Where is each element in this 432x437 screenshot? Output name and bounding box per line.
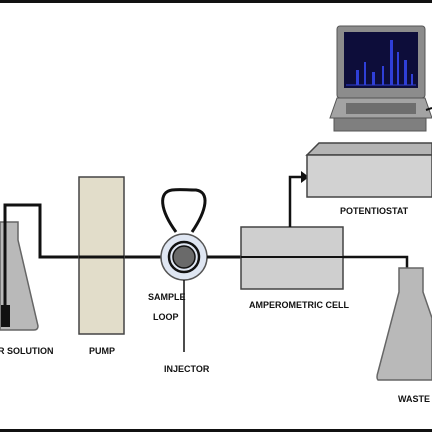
injector-valve: [160, 188, 208, 352]
peak: [397, 52, 399, 85]
injector-rotor: [172, 245, 196, 269]
potentiostat: [305, 142, 432, 198]
peak: [364, 62, 366, 85]
injector-label: INJECTOR: [164, 364, 210, 374]
laptop-keyboard: [346, 103, 416, 114]
sample-loop-tubing: [161, 188, 207, 233]
peak: [411, 74, 413, 85]
cell-to-potentiostat-wire: [288, 175, 303, 227]
peak: [382, 66, 384, 85]
potentiostat-arrowhead: [301, 171, 309, 183]
potentiostat-top-face: [305, 142, 432, 156]
erlenmeyer-flask-icon: [376, 267, 432, 381]
pump-label: PUMP: [89, 346, 115, 356]
peak: [404, 60, 407, 85]
laptop-base: [333, 117, 427, 132]
laptop-computer-icon: [329, 25, 432, 132]
sample-loop-label-line2: LOOP: [153, 312, 179, 322]
laptop-cable: [425, 107, 432, 111]
injector-inner-ring: [167, 240, 201, 274]
potentiostat-front-face: [306, 154, 432, 198]
sample-loop-label-line1: SAMPLE: [148, 292, 186, 302]
amperometric-cell-label: AMPEROMETRIC CELL: [249, 300, 350, 310]
screen-chromatogram: [346, 40, 416, 86]
peak: [390, 40, 393, 85]
tubing-filter-tip: [1, 305, 10, 327]
waste-label: WASTE: [398, 394, 430, 404]
peak: [356, 70, 359, 85]
buffer-solution-label: R SOLUTION: [0, 346, 54, 356]
potentiostat-label: POTENTIOSTAT: [340, 206, 409, 216]
erlenmeyer-flask-icon: [0, 221, 39, 331]
peak: [372, 72, 375, 85]
